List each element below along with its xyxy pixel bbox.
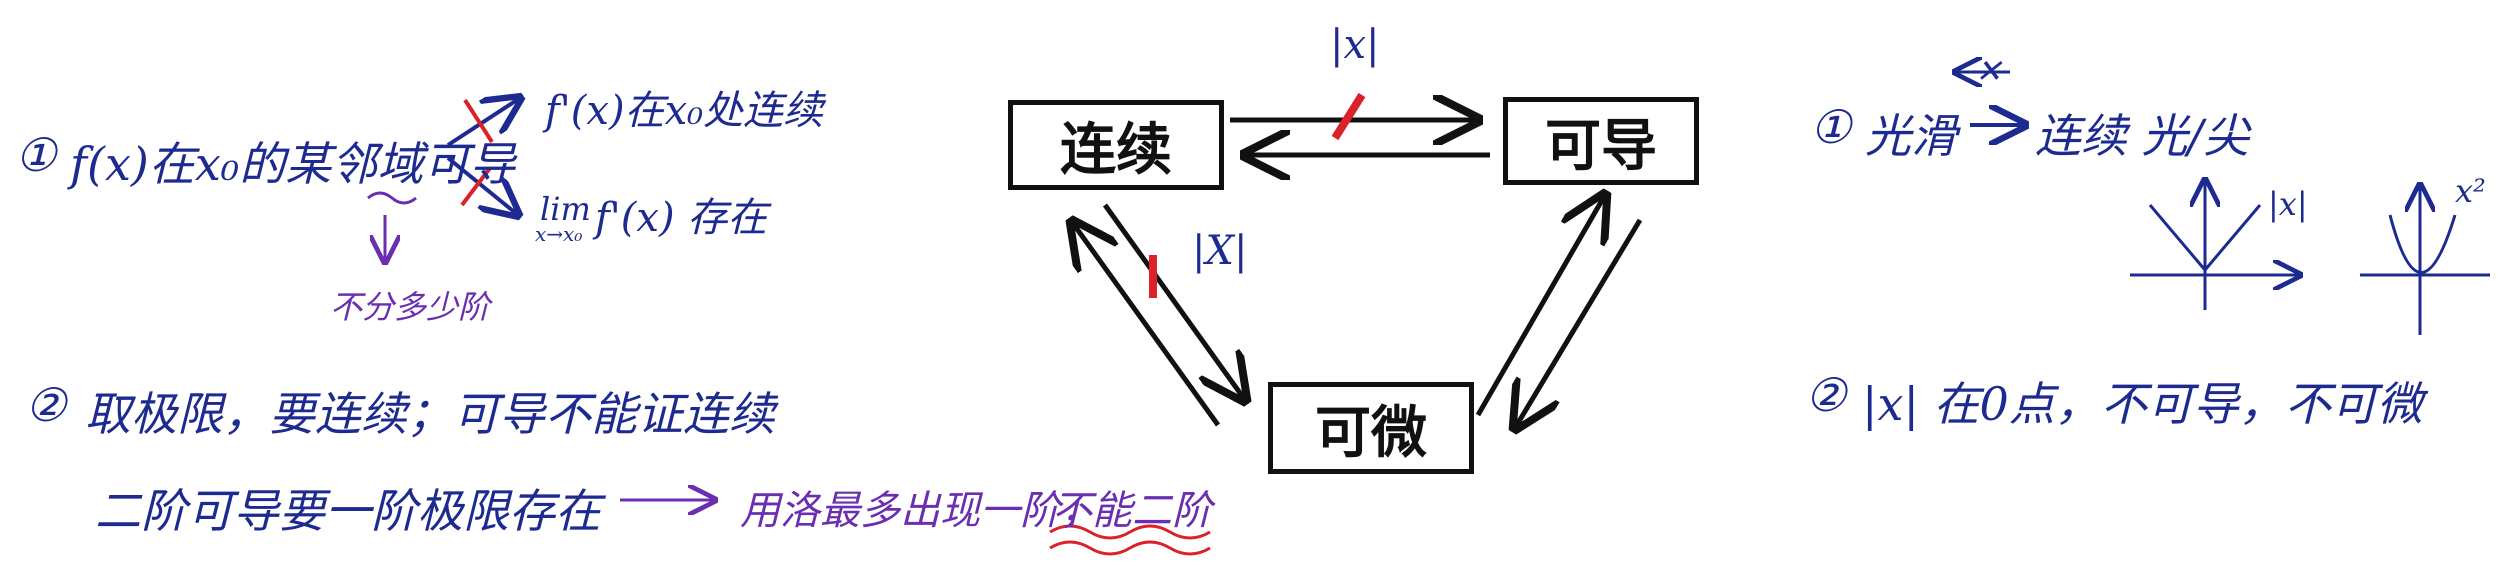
arrow-differentiable-to-derivable: [1475, 195, 1605, 417]
note1-result2: f'(x) 存在: [595, 195, 768, 241]
node-continuous: 连续: [1008, 100, 1224, 190]
note1-strike-up: [463, 98, 494, 144]
note1-sub: 不分多少阶: [330, 288, 491, 326]
note1-lim: lim: [540, 190, 591, 228]
note3-result-b: 不能二阶: [1052, 488, 1212, 534]
edge-label-top: |x|: [1330, 22, 1380, 68]
note3-result-a: 用洛最多出现一阶，: [740, 488, 1100, 534]
r2-main: |x| 在0点，不可导，不可微: [1862, 377, 2423, 431]
note1-arrow-up: [446, 98, 520, 147]
note1-arrow-down: [446, 156, 518, 215]
r1-circle: ①: [1810, 100, 1852, 154]
note1-main: f(x)在x₀的某邻域可导: [70, 137, 516, 191]
note3-main: 二阶可导要一阶极限存在: [95, 484, 601, 538]
note1-circle: ①: [15, 128, 57, 182]
x-squared-graph: [2360, 185, 2490, 335]
r1-a: 光滑: [1865, 109, 1957, 163]
note3-wavy-2: [1049, 540, 1211, 556]
note1-strike-down: [460, 166, 492, 207]
note3-wavy-1: [1049, 524, 1211, 540]
note2-main: 取极限，要连续；可导不能证连续: [85, 387, 775, 441]
note1-result1: f'(x)在x₀处连续: [545, 88, 824, 134]
note2-circle: ②: [25, 378, 67, 432]
note1-underline: [367, 191, 417, 205]
graph1-label: |x|: [2268, 185, 2308, 223]
note1-lim-sub: x→x₀: [535, 222, 583, 246]
abs-x-graph: [2130, 180, 2300, 310]
node-derivable: 可导: [1503, 97, 1699, 185]
edge-label-left: |X|: [1192, 228, 1248, 274]
arrow-continuous-to-differentiable: [1102, 203, 1245, 400]
node-differentiable: 可微: [1268, 382, 1474, 474]
r1-arrow-label: ✕: [1975, 52, 2002, 90]
r1-b: 连续 光/尖: [2035, 109, 2250, 163]
strike-top: [1331, 92, 1366, 141]
arrow-derivable-to-differentiable: [1515, 218, 1643, 428]
r2-circle: ②: [1805, 368, 1847, 422]
arrow-differentiable-to-continuous: [1072, 222, 1221, 427]
graph2-label: x²: [2455, 172, 2486, 210]
